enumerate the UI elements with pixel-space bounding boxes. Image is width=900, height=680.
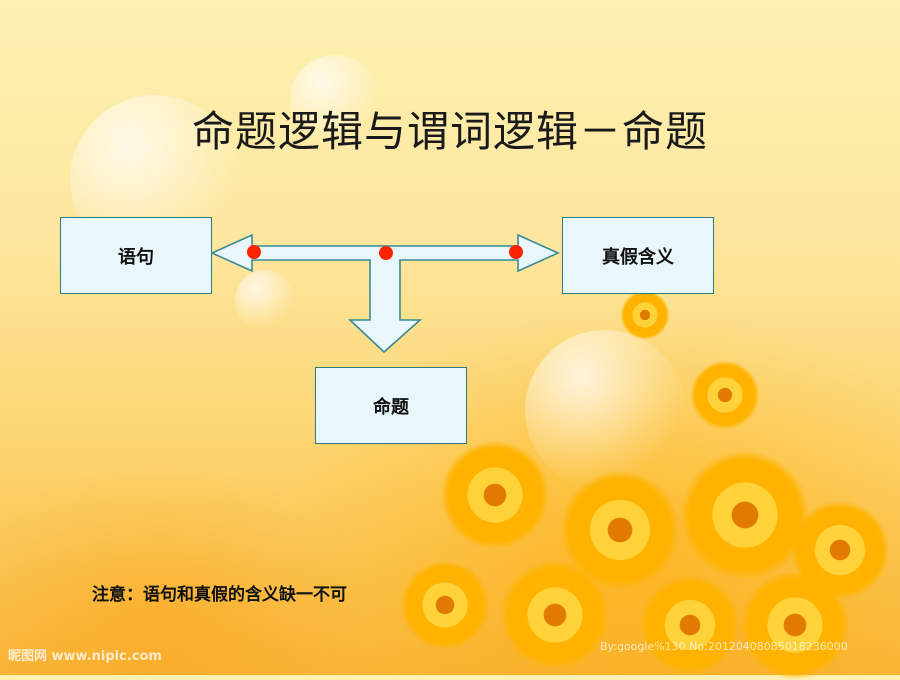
- flower-decoration: [680, 450, 810, 580]
- bubble-decoration: [525, 330, 685, 490]
- three-way-arrow: [210, 233, 560, 354]
- note-text: 注意：语句和真假的含义缺一不可: [92, 585, 347, 605]
- node-truth-meaning: 真假含义: [562, 217, 714, 294]
- bubble-decoration: [235, 270, 295, 330]
- bubble-decoration: [290, 55, 380, 145]
- watermark-logo: 昵图网 www.nipic.com: [8, 649, 162, 664]
- dot-marker-right: [509, 245, 523, 259]
- dot-marker-center: [379, 246, 393, 260]
- flower-decoration: [500, 560, 610, 670]
- node-proposition: 命题: [315, 367, 467, 444]
- flower-decoration: [400, 560, 490, 650]
- flower-decoration: [640, 575, 740, 675]
- flower-decoration: [690, 360, 760, 430]
- flower-decoration: [440, 440, 550, 550]
- slide-title: 命题逻辑与谓词逻辑－命题: [191, 107, 708, 156]
- flower-decoration: [620, 290, 670, 340]
- watermark-id: By:google%130 No:20120408085018236000: [600, 640, 848, 653]
- node-sentence: 语句: [60, 217, 212, 294]
- dot-marker-left: [247, 245, 261, 259]
- flower-decoration: [740, 570, 850, 680]
